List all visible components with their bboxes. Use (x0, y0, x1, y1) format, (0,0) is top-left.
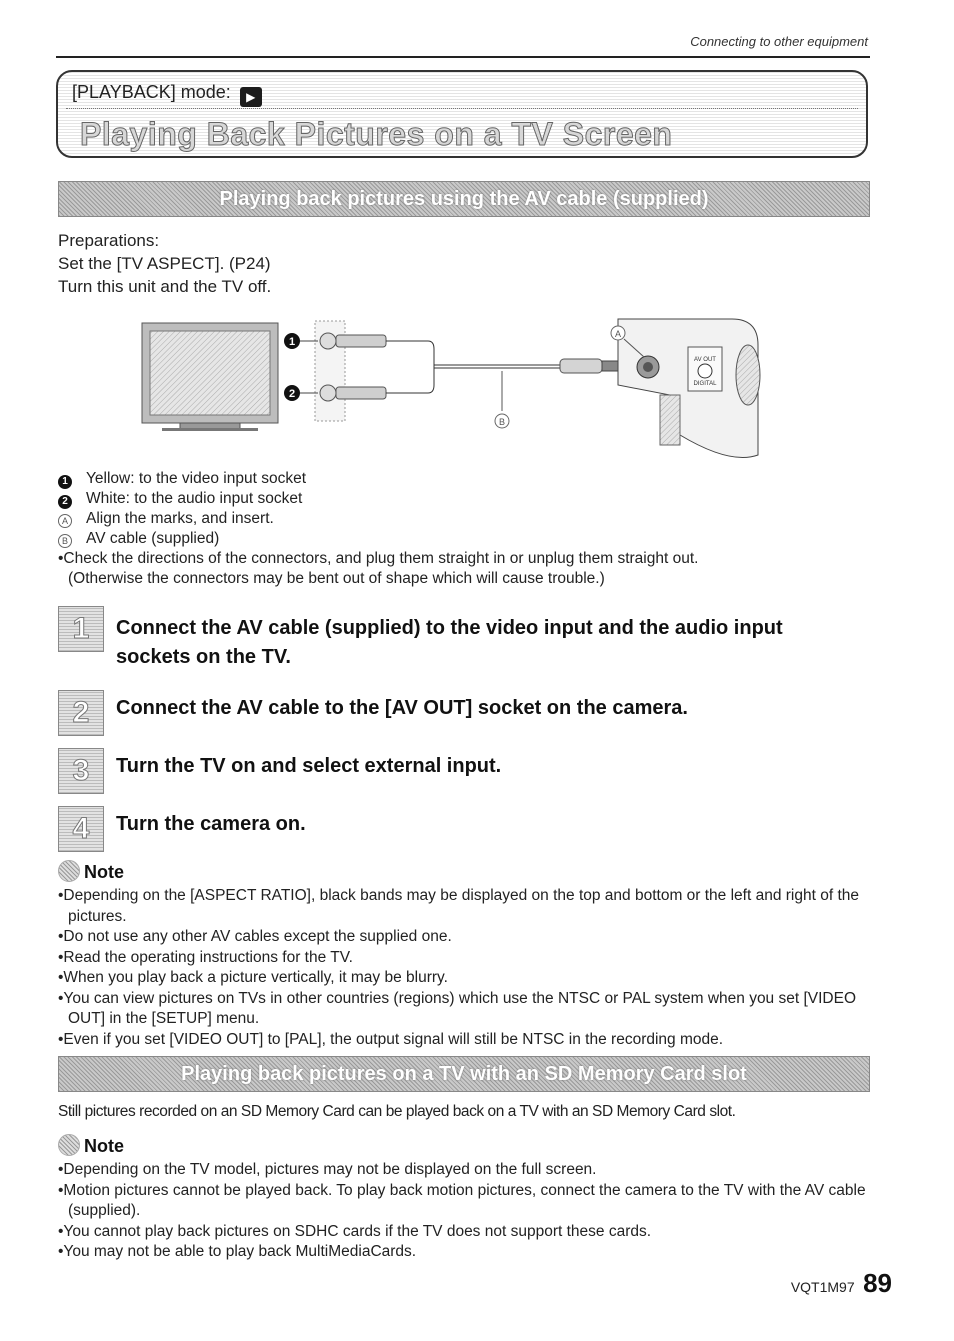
step-text-3: Turn the TV on and select external input… (116, 755, 502, 777)
svg-text:B: B (499, 417, 505, 427)
digital-label: DIGITAL (694, 381, 718, 387)
note-item: •Depending on the [ASPECT RATIO], black … (58, 887, 859, 925)
note-item: •Even if you set [VIDEO OUT] to [PAL], t… (58, 1030, 724, 1048)
yellow-plug (335, 334, 387, 348)
note-item: •Read the operating instructions for the… (58, 948, 353, 966)
marker-2: 2 (284, 385, 300, 401)
svg-text:2: 2 (289, 388, 295, 400)
marker-a: A (610, 325, 626, 341)
page-number: 89 (863, 1268, 892, 1298)
note-heading-1: Note (58, 860, 124, 883)
step-number-3: 3 (58, 748, 104, 794)
preparations-heading: Preparations: (58, 231, 160, 250)
mode-line: [PLAYBACK] mode: ▶ (72, 82, 262, 107)
note-heading-2: Note (58, 1134, 124, 1157)
note-item: •You can view pictures on TVs in other c… (58, 989, 857, 1028)
header-rule (56, 56, 870, 58)
legend-marker-2: 2 (58, 495, 72, 509)
svg-text:1: 1 (289, 336, 295, 348)
note-item: •You cannot play back pictures on SDHC c… (58, 1222, 652, 1240)
note-list-1: •Depending on the [ASPECT RATIO], black … (58, 886, 878, 1050)
page-footer: VQT1M97 89 (791, 1268, 892, 1299)
av-cable (386, 340, 633, 394)
white-plug (335, 386, 387, 400)
section-banner-av-cable: Playing back pictures using the AV cable… (58, 181, 870, 217)
note-item: •When you play back a picture vertically… (58, 969, 448, 986)
step-text-1: Connect the AV cable (supplied) to the v… (116, 617, 783, 668)
title-divider (66, 108, 858, 109)
playback-mode-icon: ▶ (239, 87, 262, 107)
document-code: VQT1M97 (790, 1279, 855, 1295)
note-icon (58, 1134, 80, 1156)
camera-illustration: AV OUT DIGITAL (617, 318, 761, 458)
step-number-2: 2 (58, 690, 104, 736)
marker-1: 1 (284, 333, 300, 349)
mode-label: [PLAYBACK] mode: (72, 82, 231, 102)
svg-text:A: A (615, 329, 621, 339)
note-item: •Motion pictures cannot be played back. … (58, 1181, 866, 1220)
marker-b: B (494, 413, 510, 429)
video-input-socket (319, 332, 337, 350)
step-number-1: 1 (58, 606, 104, 652)
note-item: •Do not use any other AV cables except t… (58, 928, 452, 945)
section-banner-sd-card: Playing back pictures on a TV with an SD… (58, 1056, 870, 1092)
sd-card-text: Still pictures recorded on an SD Memory … (58, 1103, 736, 1120)
audio-input-socket (319, 384, 337, 402)
step-number-4: 4 (58, 806, 104, 852)
legend-marker-a: A (58, 514, 72, 528)
note-icon (58, 860, 80, 882)
note-item: •You may not be able to play back MultiM… (58, 1243, 417, 1260)
step-text-2: Connect the AV cable to the [AV OUT] soc… (116, 697, 688, 719)
note-list-2: •Depending on the TV model, pictures may… (58, 1160, 878, 1263)
preparations-line-tv-aspect: Set the [TV ASPECT]. (P24) (58, 254, 271, 273)
note-item: •Depending on the TV model, pictures may… (58, 1161, 597, 1178)
preparations: Preparations: Set the [TV ASPECT]. (P24)… (58, 229, 271, 298)
av-out-label: AV OUT (694, 357, 716, 363)
legend-marker-1: 1 (58, 475, 72, 489)
legend-check-line-2: (Otherwise the connectors may be bent ou… (68, 570, 605, 587)
tv-illustration (141, 322, 279, 431)
connection-diagram: 1 2 B AV OUT DIGITAL A (141, 318, 761, 458)
preparations-line-power-off: Turn this unit and the TV off. (58, 277, 272, 296)
chapter-header: Connecting to other equipment (690, 34, 868, 49)
page-title: Playing Back Pictures on a TV Screen (79, 116, 673, 153)
title-box: [PLAYBACK] mode: ▶ Playing Back Pictures… (56, 70, 868, 158)
legend-marker-b: B (58, 534, 72, 548)
step-text-4: Turn the camera on. (116, 813, 306, 835)
legend-check-line: •Check the directions of the connectors,… (58, 550, 699, 567)
